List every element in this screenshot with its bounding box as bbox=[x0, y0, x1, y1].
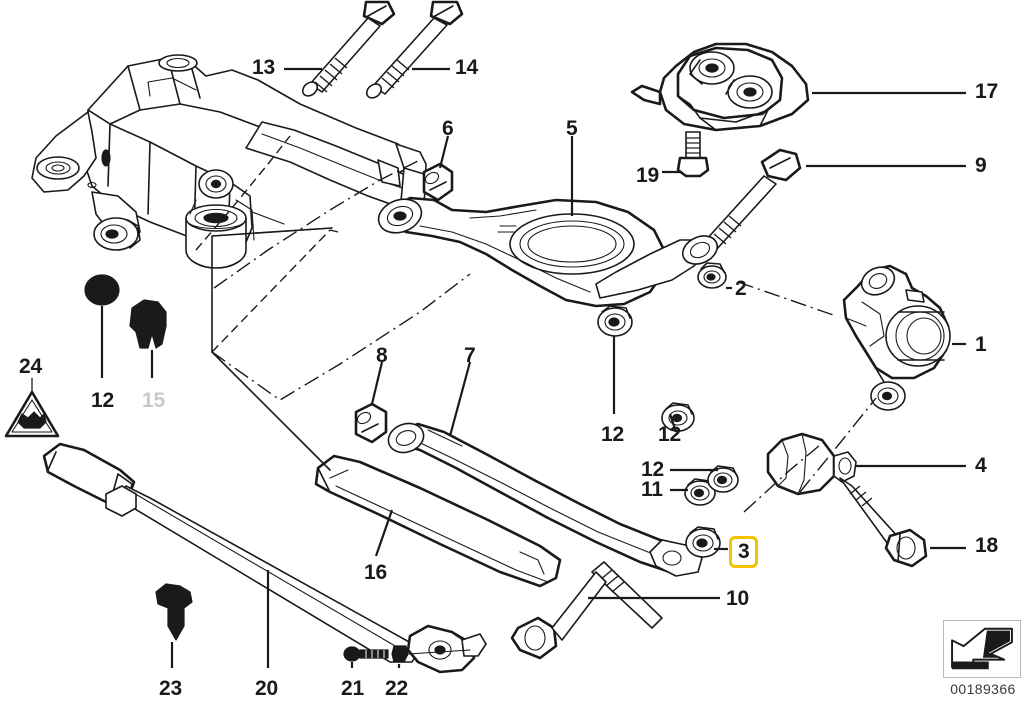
subframe-bolt-14 bbox=[365, 0, 464, 99]
callout-label-21[interactable]: 21 bbox=[341, 677, 364, 700]
rear-axle-subframe-part bbox=[31, 54, 427, 269]
callout-label-5[interactable]: 5 bbox=[566, 117, 578, 140]
arrow-swoosh-icon bbox=[951, 627, 1013, 670]
callout-label-19[interactable]: 19 bbox=[636, 164, 659, 187]
callout-label-16[interactable]: 16 bbox=[364, 561, 387, 584]
diagram-part-id: 00189366 bbox=[950, 681, 1016, 697]
callout-label-10[interactable]: 10 bbox=[726, 587, 749, 610]
subframe-bushing-left bbox=[93, 217, 141, 251]
upper-control-arm-5 bbox=[377, 196, 719, 308]
nut-12-lower-a bbox=[707, 465, 739, 493]
shock-absorber-20 bbox=[42, 442, 487, 674]
callout-label-12-c[interactable]: 12 bbox=[658, 423, 681, 446]
assembly-reference-lines bbox=[195, 135, 877, 513]
callout-label-13[interactable]: 13 bbox=[252, 56, 275, 79]
callout-label-3-highlighted[interactable]: 3 bbox=[729, 536, 759, 568]
callout-label-1[interactable]: 1 bbox=[975, 333, 987, 356]
sleeve-15 bbox=[129, 299, 167, 349]
bushing-12-left bbox=[84, 274, 120, 306]
callout-label-18[interactable]: 18 bbox=[975, 534, 998, 557]
bolt-21 bbox=[343, 646, 389, 662]
callout-label-17[interactable]: 17 bbox=[975, 80, 998, 103]
upper-arm-right-eye bbox=[681, 235, 719, 265]
nut-3-ball-joint bbox=[685, 526, 721, 558]
callout-label-23[interactable]: 23 bbox=[159, 677, 182, 700]
retaining-clip-23 bbox=[155, 583, 193, 641]
diagram-logo-box bbox=[943, 620, 1021, 678]
callout-label-15[interactable]: 15 bbox=[142, 389, 165, 412]
nut-18 bbox=[884, 528, 928, 568]
callout-label-9[interactable]: 9 bbox=[975, 154, 987, 177]
callout-label-12-a[interactable]: 12 bbox=[91, 389, 114, 412]
callout-label-8[interactable]: 8 bbox=[376, 344, 388, 367]
callout-label-7[interactable]: 7 bbox=[464, 344, 476, 367]
spring-warning-glyph bbox=[17, 411, 47, 429]
lower-control-arm-7 bbox=[387, 422, 703, 577]
control-arm-bushing-8 bbox=[354, 402, 388, 444]
nut-11 bbox=[684, 478, 716, 506]
nut-12-upper bbox=[597, 305, 633, 337]
callout-label-12-d[interactable]: 12 bbox=[641, 458, 664, 481]
trailing-link-tube-16 bbox=[314, 454, 562, 588]
callout-label-24[interactable]: 24 bbox=[19, 355, 42, 378]
callout-label-22[interactable]: 22 bbox=[385, 677, 408, 700]
rear-axle-carrier-mount-17 bbox=[630, 42, 810, 132]
bolt-10 bbox=[510, 561, 663, 660]
callout-label-12-b[interactable]: 12 bbox=[601, 423, 624, 446]
shock-lower-eye bbox=[406, 624, 487, 674]
callout-leader-lines bbox=[31, 67, 966, 668]
ball-joint-4 bbox=[766, 432, 909, 559]
wheel-carrier-knuckle-1 bbox=[842, 264, 951, 411]
carrier-mount-bolt-19 bbox=[676, 131, 710, 178]
callout-label-14[interactable]: 14 bbox=[455, 56, 478, 79]
callout-label-2[interactable]: 2 bbox=[735, 277, 747, 300]
washer-22 bbox=[391, 645, 409, 663]
callout-label-4[interactable]: 4 bbox=[975, 454, 987, 477]
callout-label-6[interactable]: 6 bbox=[442, 117, 454, 140]
nut-2 bbox=[697, 262, 727, 289]
control-arm-bushing-6 bbox=[422, 162, 454, 202]
nut-12-lower-b bbox=[661, 402, 695, 432]
subframe-bolt-13 bbox=[301, 0, 396, 97]
warning-triangle-24 bbox=[4, 390, 60, 438]
upper-arm-left-eye bbox=[377, 198, 423, 234]
subframe-bushing-lower-center bbox=[185, 204, 247, 269]
subframe-bushing-upper-center bbox=[198, 169, 234, 199]
callout-label-20[interactable]: 20 bbox=[255, 677, 278, 700]
callout-label-11[interactable]: 11 bbox=[641, 478, 663, 501]
